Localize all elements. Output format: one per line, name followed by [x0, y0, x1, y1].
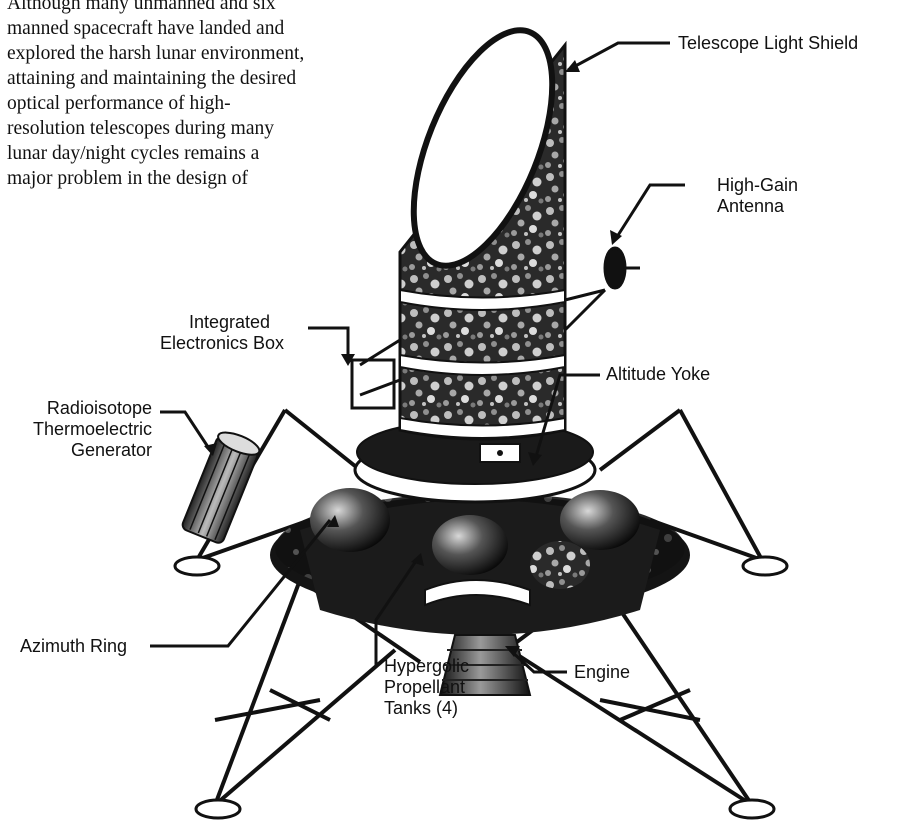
descent-stage: [270, 488, 690, 635]
label-line: Radioisotope: [15, 398, 152, 419]
antenna-assembly: [565, 248, 640, 330]
label-line: Tanks (4): [384, 698, 469, 719]
label-azimuth-ring: Azimuth Ring: [20, 636, 127, 657]
label-engine: Engine: [574, 662, 630, 683]
label-line: Integrated: [160, 312, 270, 333]
label-line: Generator: [15, 440, 152, 461]
label-integrated-electronics-box: Integrated Electronics Box: [160, 312, 270, 354]
label-line: High-Gain: [717, 175, 798, 196]
electronics-box: [352, 340, 400, 408]
paragraph-line: lunar day/night cycles remains a: [7, 141, 387, 166]
label-propellant-tanks: Hypergolic Propellant Tanks (4): [384, 656, 469, 719]
paragraph-line: Although many unmanned and six: [7, 0, 387, 16]
label-line: Electronics Box: [160, 333, 270, 354]
paragraph-line: resolution telescopes during many: [7, 116, 387, 141]
paragraph-line: explored the harsh lunar environment,: [7, 41, 387, 66]
rtg-unit: [181, 428, 262, 545]
label-rtg: Radioisotope Thermoelectric Generator: [15, 398, 152, 461]
label-line: Thermoelectric: [15, 419, 152, 440]
telescope-shield: [385, 11, 581, 439]
paragraph-line: attaining and maintaining the desired: [7, 66, 387, 91]
label-telescope-light-shield: Telescope Light Shield: [678, 33, 858, 54]
label-line: Propellant: [384, 677, 469, 698]
paragraph-line: major problem in the design of: [7, 166, 387, 191]
paragraph-line: optical performance of high-: [7, 91, 387, 116]
label-high-gain-antenna: High-Gain Antenna: [717, 175, 798, 217]
label-altitude-yoke: Altitude Yoke: [606, 364, 710, 385]
label-line: Antenna: [717, 196, 798, 217]
intro-paragraph: Although many unmanned and six manned sp…: [7, 0, 387, 191]
paragraph-line: manned spacecraft have landed and: [7, 16, 387, 41]
label-line: Hypergolic: [384, 656, 469, 677]
